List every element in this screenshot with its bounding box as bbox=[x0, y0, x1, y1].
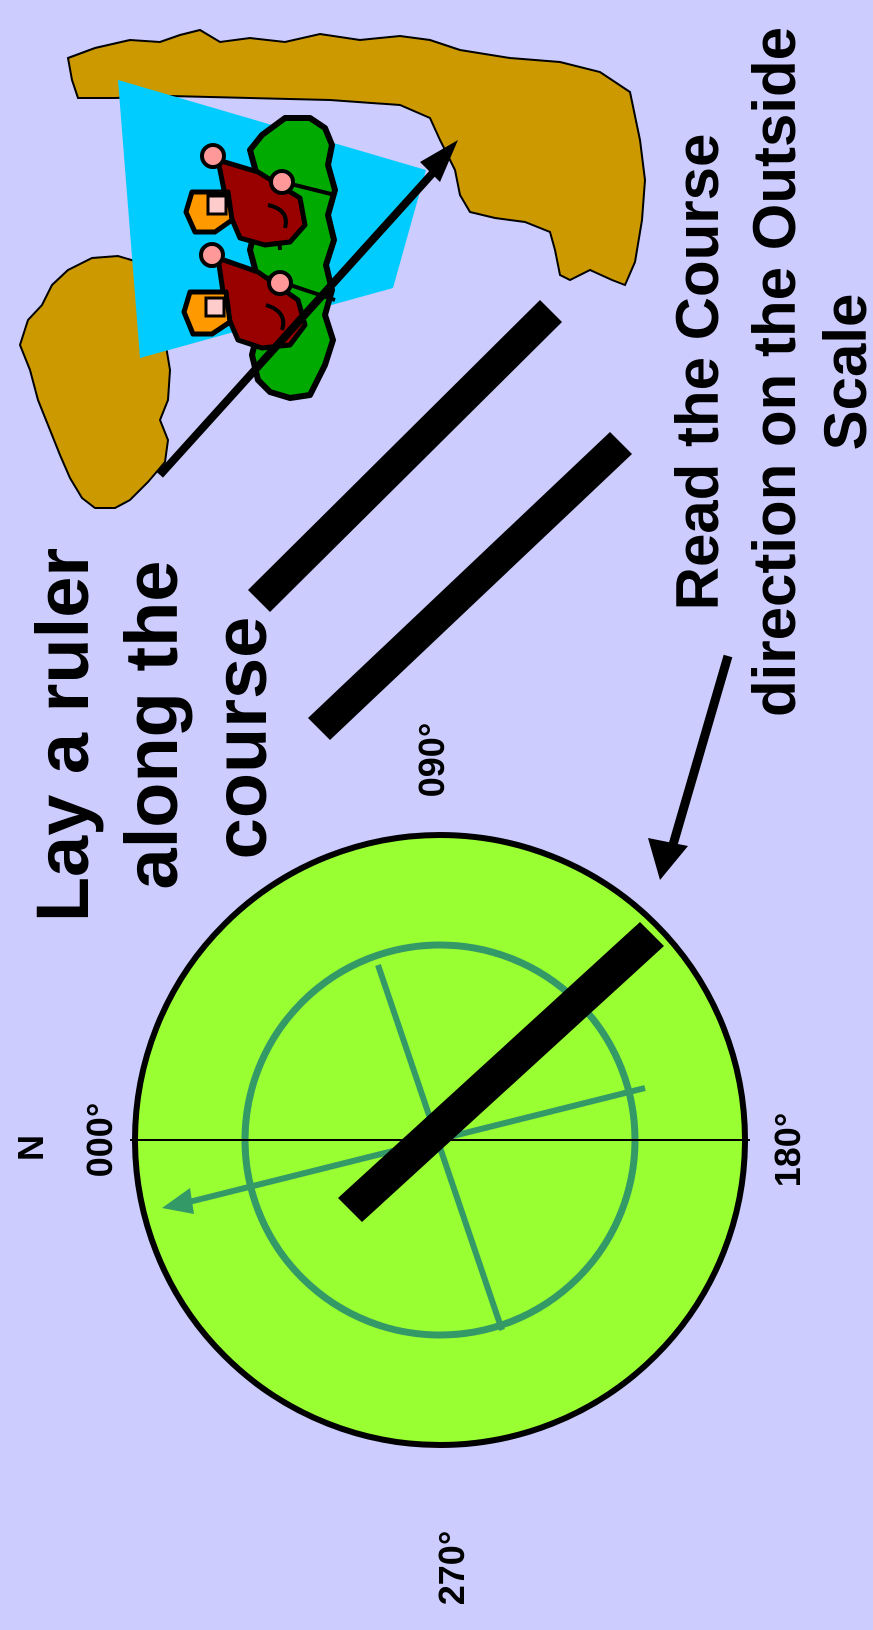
instruction-1-line-1: Lay a ruler bbox=[21, 548, 104, 922]
instruction-1-line-3: course bbox=[199, 617, 282, 860]
instruction-2-line-1: Read the Course bbox=[664, 134, 731, 611]
ruler-bar-2 bbox=[308, 432, 632, 740]
compass-rose bbox=[130, 835, 750, 1445]
instruction-read-course: Read the Course direction on the Outside… bbox=[664, 27, 873, 717]
bearing-label-000: 000° bbox=[79, 1103, 120, 1177]
tree-shape bbox=[248, 118, 335, 398]
read-pointer-arrow bbox=[648, 656, 728, 880]
instruction-2-line-3: Scale bbox=[812, 294, 873, 451]
bearing-label-180: 180° bbox=[767, 1113, 808, 1187]
north-letter: N bbox=[10, 1135, 51, 1161]
island-map bbox=[20, 30, 645, 508]
instruction-1-line-2: along the bbox=[110, 561, 193, 890]
bearing-label-270: 270° bbox=[431, 1531, 472, 1605]
bearing-label-090: 090° bbox=[411, 723, 452, 797]
instruction-2-line-2: direction on the Outside bbox=[741, 27, 808, 717]
instruction-lay-ruler: Lay a ruler along the course bbox=[21, 548, 282, 922]
